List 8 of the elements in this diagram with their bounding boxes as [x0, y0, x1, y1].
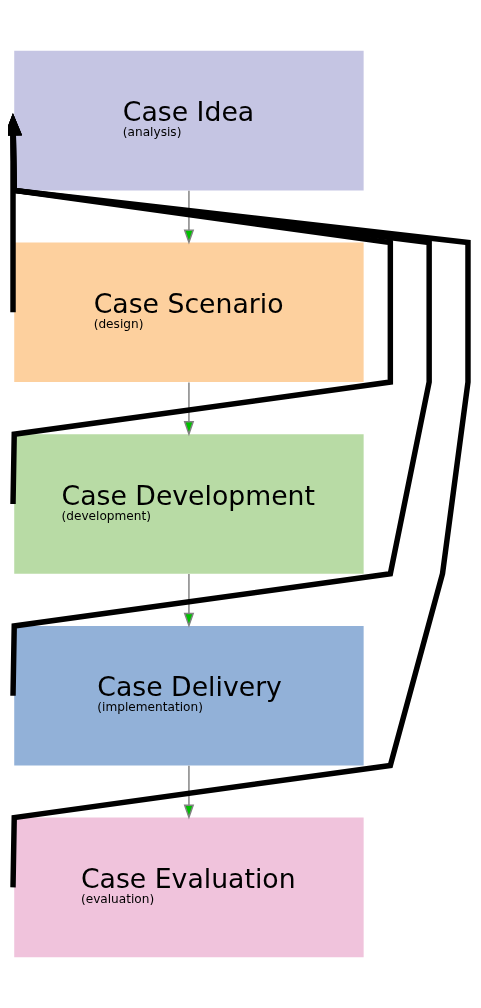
arrow [183, 381, 195, 437]
node-box: Case Idea (analysis) [14, 50, 364, 191]
arrow [183, 765, 195, 820]
arrow [183, 573, 195, 628]
node-box: Case Delivery (implementation) [14, 625, 364, 766]
node-box: Case Evaluation (evaluation) [14, 817, 364, 958]
node-box: Case Development (development) [14, 434, 364, 574]
node-box: Case Scenario (design) [14, 242, 364, 383]
